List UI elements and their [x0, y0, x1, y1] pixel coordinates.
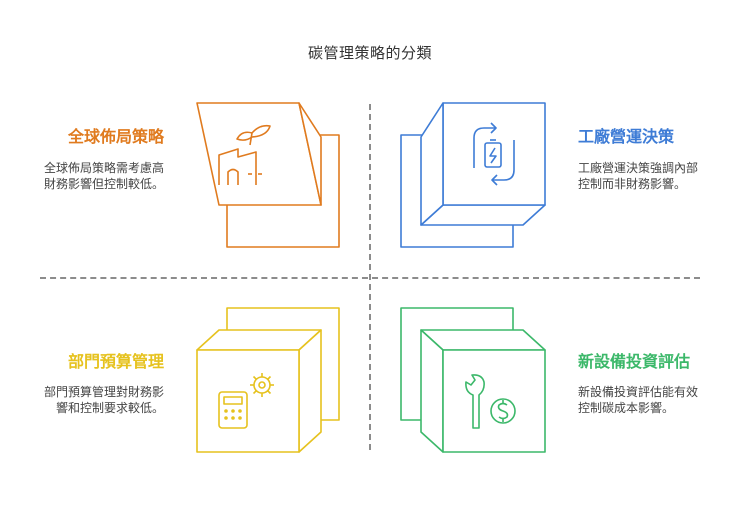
title-top-left-text: 全球佈局策略 — [67, 127, 164, 146]
cube-bottom-right — [400, 307, 546, 453]
title-bottom-right: 新設備投資評估 — [578, 352, 690, 372]
cube-top-left — [196, 102, 340, 248]
calculator-gear-icon — [218, 373, 274, 429]
plant-factory-icon — [218, 124, 271, 185]
cube-top-right — [400, 102, 546, 248]
cube-bottom-left — [196, 307, 340, 453]
title-bottom-left: 部門預算管理 — [68, 352, 164, 372]
title-top-right-text: 工廠營運決策 — [578, 127, 675, 146]
description-bottom-left: 部門預算管理對財務影響和控制要求較低。 — [43, 385, 164, 415]
vertical-divider — [369, 104, 371, 450]
description-top-right: 工廠營運決策強調內部控制而非財務影響。 — [578, 161, 699, 191]
description-top-left: 全球佈局策略需考慮高財務影響但控制較低。 — [43, 161, 164, 191]
wrench-dollar-icon — [465, 374, 516, 429]
battery-cycle-icon — [473, 122, 515, 186]
title-top-right: 工廠營運決策 — [578, 127, 674, 147]
page-title: 碳管理策略的分類 — [307, 44, 432, 62]
title-bottom-right-text: 新設備投資評估 — [578, 352, 691, 371]
title-bottom-left-text: 部門預算管理 — [67, 352, 164, 371]
title-top-left: 全球佈局策略 — [68, 127, 164, 147]
description-bottom-right: 新設備投資評估能有效控制碳成本影響。 — [578, 385, 699, 415]
